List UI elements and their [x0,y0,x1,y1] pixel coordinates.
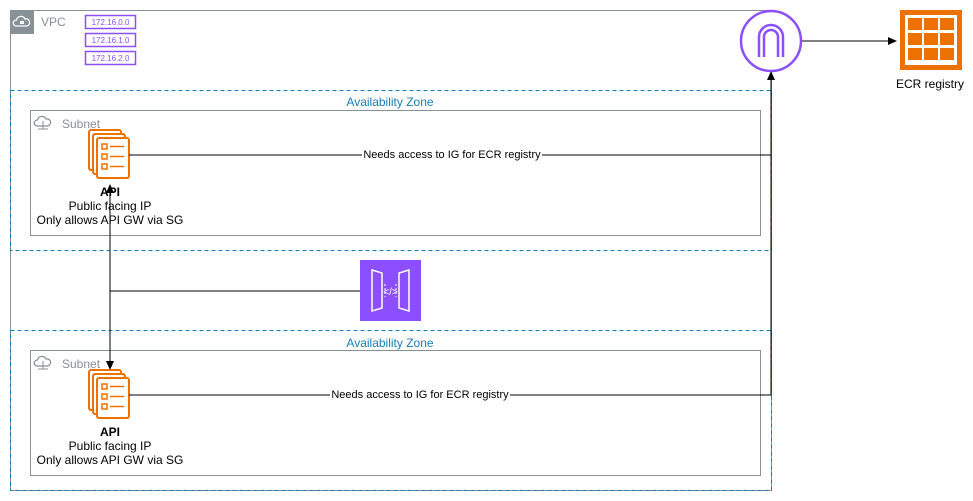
edges [106,37,897,396]
cidr-text: 172.16.1.0 [92,36,130,45]
edge-labels: Needs access to IG for ECR registry Need… [330,148,542,401]
internet-gateway-icon[interactable] [739,9,803,73]
vpc-group: VPC 172.16.0.0 172.16.1.0 172.16.2.0 [10,10,772,491]
cidr-block [84,14,137,30]
subnet-label: Subnet [62,117,101,131]
api-description-line: Only allows API GW via SG [37,453,184,467]
subnet-label: Subnet [62,357,101,371]
api-gateway-icon[interactable]: </> [360,260,421,321]
edge-api-to-gateway[interactable] [129,155,772,396]
subnet-icon [33,355,52,370]
subnet-icon [33,115,52,130]
availability-zone-1: Availability Zone Subnet API Public faci… [10,90,772,251]
api-title: API [100,425,120,439]
edge-api-to-gateway[interactable] [129,71,775,156]
cidr-text: 172.16.2.0 [92,54,130,63]
api-description-line: Public facing IP [69,439,152,453]
container-registry-icon[interactable] [900,10,962,70]
availability-zone-border [10,330,772,491]
edge-label: Needs access to IG for ECR registry [331,389,509,401]
vpc-icon [10,10,34,34]
api-icon[interactable] [88,129,130,179]
cidr-block [84,32,137,48]
cidr-text: 172.16.0.0 [92,18,130,27]
ecr-label: ECR registry [896,77,964,91]
svg-text:</>: </> [383,287,398,298]
availability-zone-label: Availability Zone [346,95,433,109]
availability-zone-label: Availability Zone [346,336,433,350]
subnet-border [30,350,761,476]
edge-label: Needs access to IG for ECR registry [363,149,541,161]
api-icon[interactable] [88,369,130,419]
availability-zone-2: Availability Zone Subnet API Public faci… [10,330,772,491]
subnet-border [30,110,761,236]
vpc-label: VPC [41,15,66,29]
cidr-list: 172.16.0.0 172.16.1.0 172.16.2.0 [84,14,137,66]
cidr-block [84,50,137,66]
